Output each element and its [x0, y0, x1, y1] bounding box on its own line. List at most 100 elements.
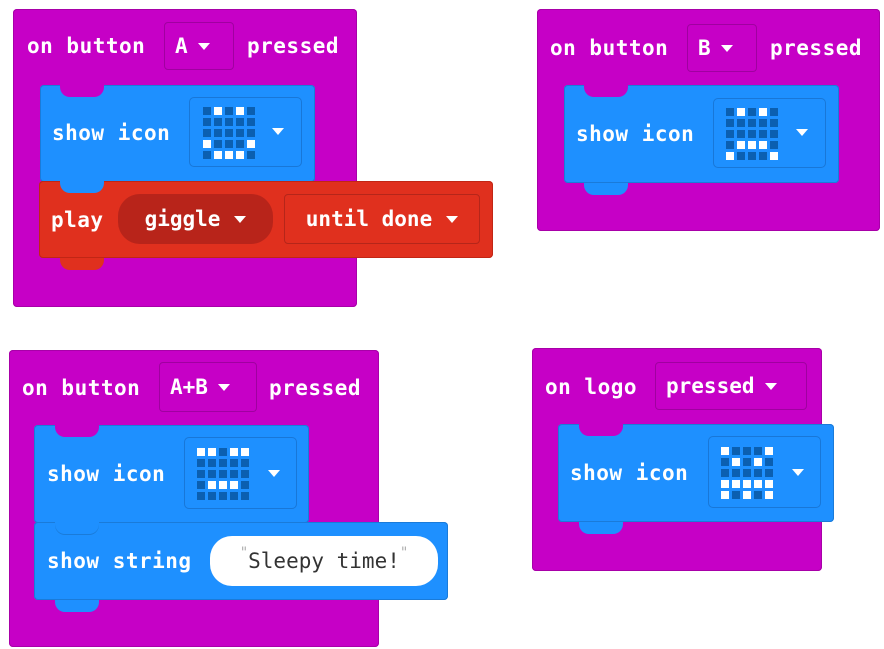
- led-off: [748, 108, 756, 116]
- show-icon-block-ab[interactable]: [34, 425, 309, 523]
- icon-picker-ab[interactable]: [184, 437, 297, 509]
- block-notch: [579, 522, 623, 534]
- led-on: [754, 458, 762, 466]
- led-on: [208, 481, 216, 489]
- led-on: [754, 480, 762, 488]
- led-off: [743, 469, 751, 477]
- led-off: [748, 130, 756, 138]
- chevron-down-icon[interactable]: [272, 128, 284, 135]
- led-off: [770, 119, 778, 127]
- led-off: [197, 481, 205, 489]
- led-on: [219, 481, 227, 489]
- led-off: [765, 458, 773, 466]
- led-off: [203, 107, 211, 115]
- pressed-label: pressed: [247, 34, 340, 58]
- led-off: [236, 140, 244, 148]
- button-ab-dropdown[interactable]: A+B: [159, 362, 257, 412]
- string-input[interactable]: " Sleepy time! ": [210, 536, 438, 586]
- led-off: [214, 129, 222, 137]
- led-off: [236, 118, 244, 126]
- block-notch: [584, 85, 628, 97]
- led-icon-ab: [197, 448, 251, 502]
- icon-picker-a[interactable]: [189, 97, 302, 167]
- led-off: [225, 140, 233, 148]
- led-off: [721, 458, 729, 466]
- led-on: [721, 447, 729, 455]
- block-notch: [55, 425, 99, 437]
- led-on: [765, 491, 773, 499]
- icon-picker-logo[interactable]: [708, 436, 821, 508]
- led-off: [726, 130, 734, 138]
- button-b-value: B: [698, 36, 711, 60]
- show-icon-label: show icon: [570, 461, 689, 485]
- led-off: [241, 459, 249, 467]
- chevron-down-icon[interactable]: [796, 129, 808, 136]
- led-off: [208, 492, 216, 500]
- led-off: [754, 469, 762, 477]
- led-off: [743, 447, 751, 455]
- on-button-label: on button: [27, 34, 146, 58]
- logo-event-dropdown[interactable]: pressed: [655, 362, 807, 410]
- led-off: [225, 118, 233, 126]
- led-off: [770, 141, 778, 149]
- led-icon-logo: [721, 447, 775, 501]
- led-on: [203, 140, 211, 148]
- led-on: [236, 107, 244, 115]
- led-on: [241, 448, 249, 456]
- led-off: [197, 459, 205, 467]
- led-off: [726, 119, 734, 127]
- button-b-dropdown[interactable]: B: [687, 24, 757, 72]
- led-on: [236, 151, 244, 159]
- chevron-down-icon[interactable]: [792, 469, 804, 476]
- led-off: [748, 152, 756, 160]
- led-off: [759, 130, 767, 138]
- led-off: [203, 129, 211, 137]
- string-value: Sleepy time!: [248, 549, 400, 573]
- led-on: [737, 108, 745, 116]
- show-icon-label: show icon: [576, 122, 695, 146]
- led-off: [214, 118, 222, 126]
- led-off: [236, 129, 244, 137]
- led-on: [230, 481, 238, 489]
- chevron-down-icon[interactable]: [268, 470, 280, 477]
- block-notch: [60, 258, 104, 270]
- led-off: [247, 118, 255, 126]
- button-a-value: A: [175, 34, 188, 58]
- led-off: [765, 469, 773, 477]
- led-on: [214, 151, 222, 159]
- chevron-down-icon: [446, 215, 459, 223]
- led-on: [765, 447, 773, 455]
- chevron-down-icon: [764, 382, 777, 390]
- led-off: [721, 469, 729, 477]
- led-on: [765, 480, 773, 488]
- led-off: [230, 492, 238, 500]
- led-off: [759, 119, 767, 127]
- led-off: [203, 151, 211, 159]
- logo-event-value: pressed: [666, 374, 755, 398]
- on-button-label: on button: [550, 36, 669, 60]
- led-off: [208, 459, 216, 467]
- block-notch: [579, 424, 623, 436]
- on-button-label: on button: [22, 376, 141, 400]
- led-on: [230, 448, 238, 456]
- icon-picker-b[interactable]: [713, 98, 826, 168]
- led-off: [726, 141, 734, 149]
- led-off: [197, 470, 205, 478]
- led-on: [759, 108, 767, 116]
- led-on: [732, 480, 740, 488]
- button-a-dropdown[interactable]: A: [164, 22, 234, 70]
- chevron-down-icon: [720, 44, 733, 52]
- led-off: [247, 151, 255, 159]
- play-mode-dropdown[interactable]: until done: [284, 194, 480, 244]
- led-off: [737, 119, 745, 127]
- show-icon-block-a[interactable]: [40, 85, 315, 182]
- show-icon-block-logo[interactable]: [558, 424, 834, 522]
- led-on: [225, 151, 233, 159]
- led-on: [759, 141, 767, 149]
- show-icon-label: show icon: [52, 121, 171, 145]
- block-notch: [60, 85, 104, 97]
- led-off: [770, 108, 778, 116]
- sound-dropdown[interactable]: giggle: [118, 194, 273, 244]
- play-label: play: [51, 208, 104, 232]
- show-icon-block-b[interactable]: [564, 85, 839, 183]
